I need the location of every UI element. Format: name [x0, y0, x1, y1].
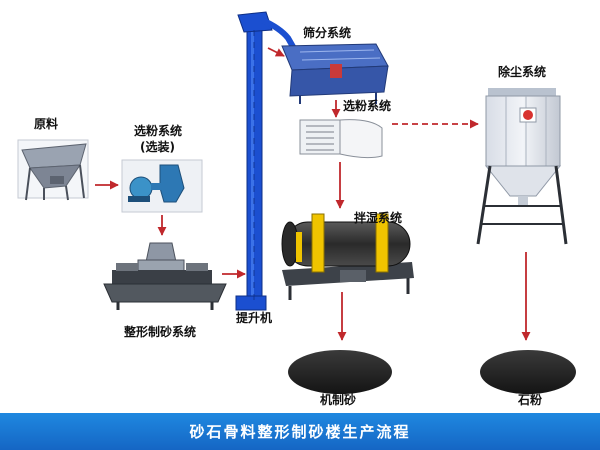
label-mixing-wetting: 拌湿系统 — [354, 211, 403, 225]
dust-collector-icon — [476, 88, 568, 245]
rotary-mixer-icon — [281, 213, 414, 300]
sand-pile-icon — [480, 350, 576, 394]
footer-title-bar: 砂石骨料整形制砂楼生产流程 — [0, 413, 600, 450]
label-shaping-sandmaking: 整形制砂系统 — [124, 325, 197, 339]
label-elevator: 提升机 — [236, 311, 273, 325]
bucket-elevator-icon — [235, 11, 299, 311]
label-machine-sand: 机制砂 — [320, 393, 357, 407]
sand-pile-icon — [288, 350, 392, 394]
label-dust-removal: 除尘系统 — [498, 65, 547, 79]
air-classifier-icon — [299, 119, 383, 159]
powder-selector-icon — [121, 159, 203, 213]
footer-title: 砂石骨料整形制砂楼生产流程 — [189, 423, 411, 441]
vibrating-screen-icon — [281, 43, 389, 104]
label-screening-system: 筛分系统 — [303, 26, 352, 40]
label-powder-selection-upper: 选粉系统 — [343, 99, 392, 113]
label-powder-selection-packing: 选粉系统 — [134, 124, 183, 138]
label-stone-powder: 石粉 — [518, 393, 543, 407]
hopper-icon — [17, 139, 89, 201]
vsi-crusher-icon — [103, 242, 227, 310]
label-packing-note: (选装) — [140, 140, 175, 154]
label-raw-material: 原料 — [34, 117, 59, 131]
flow-arrows — [95, 47, 531, 341]
